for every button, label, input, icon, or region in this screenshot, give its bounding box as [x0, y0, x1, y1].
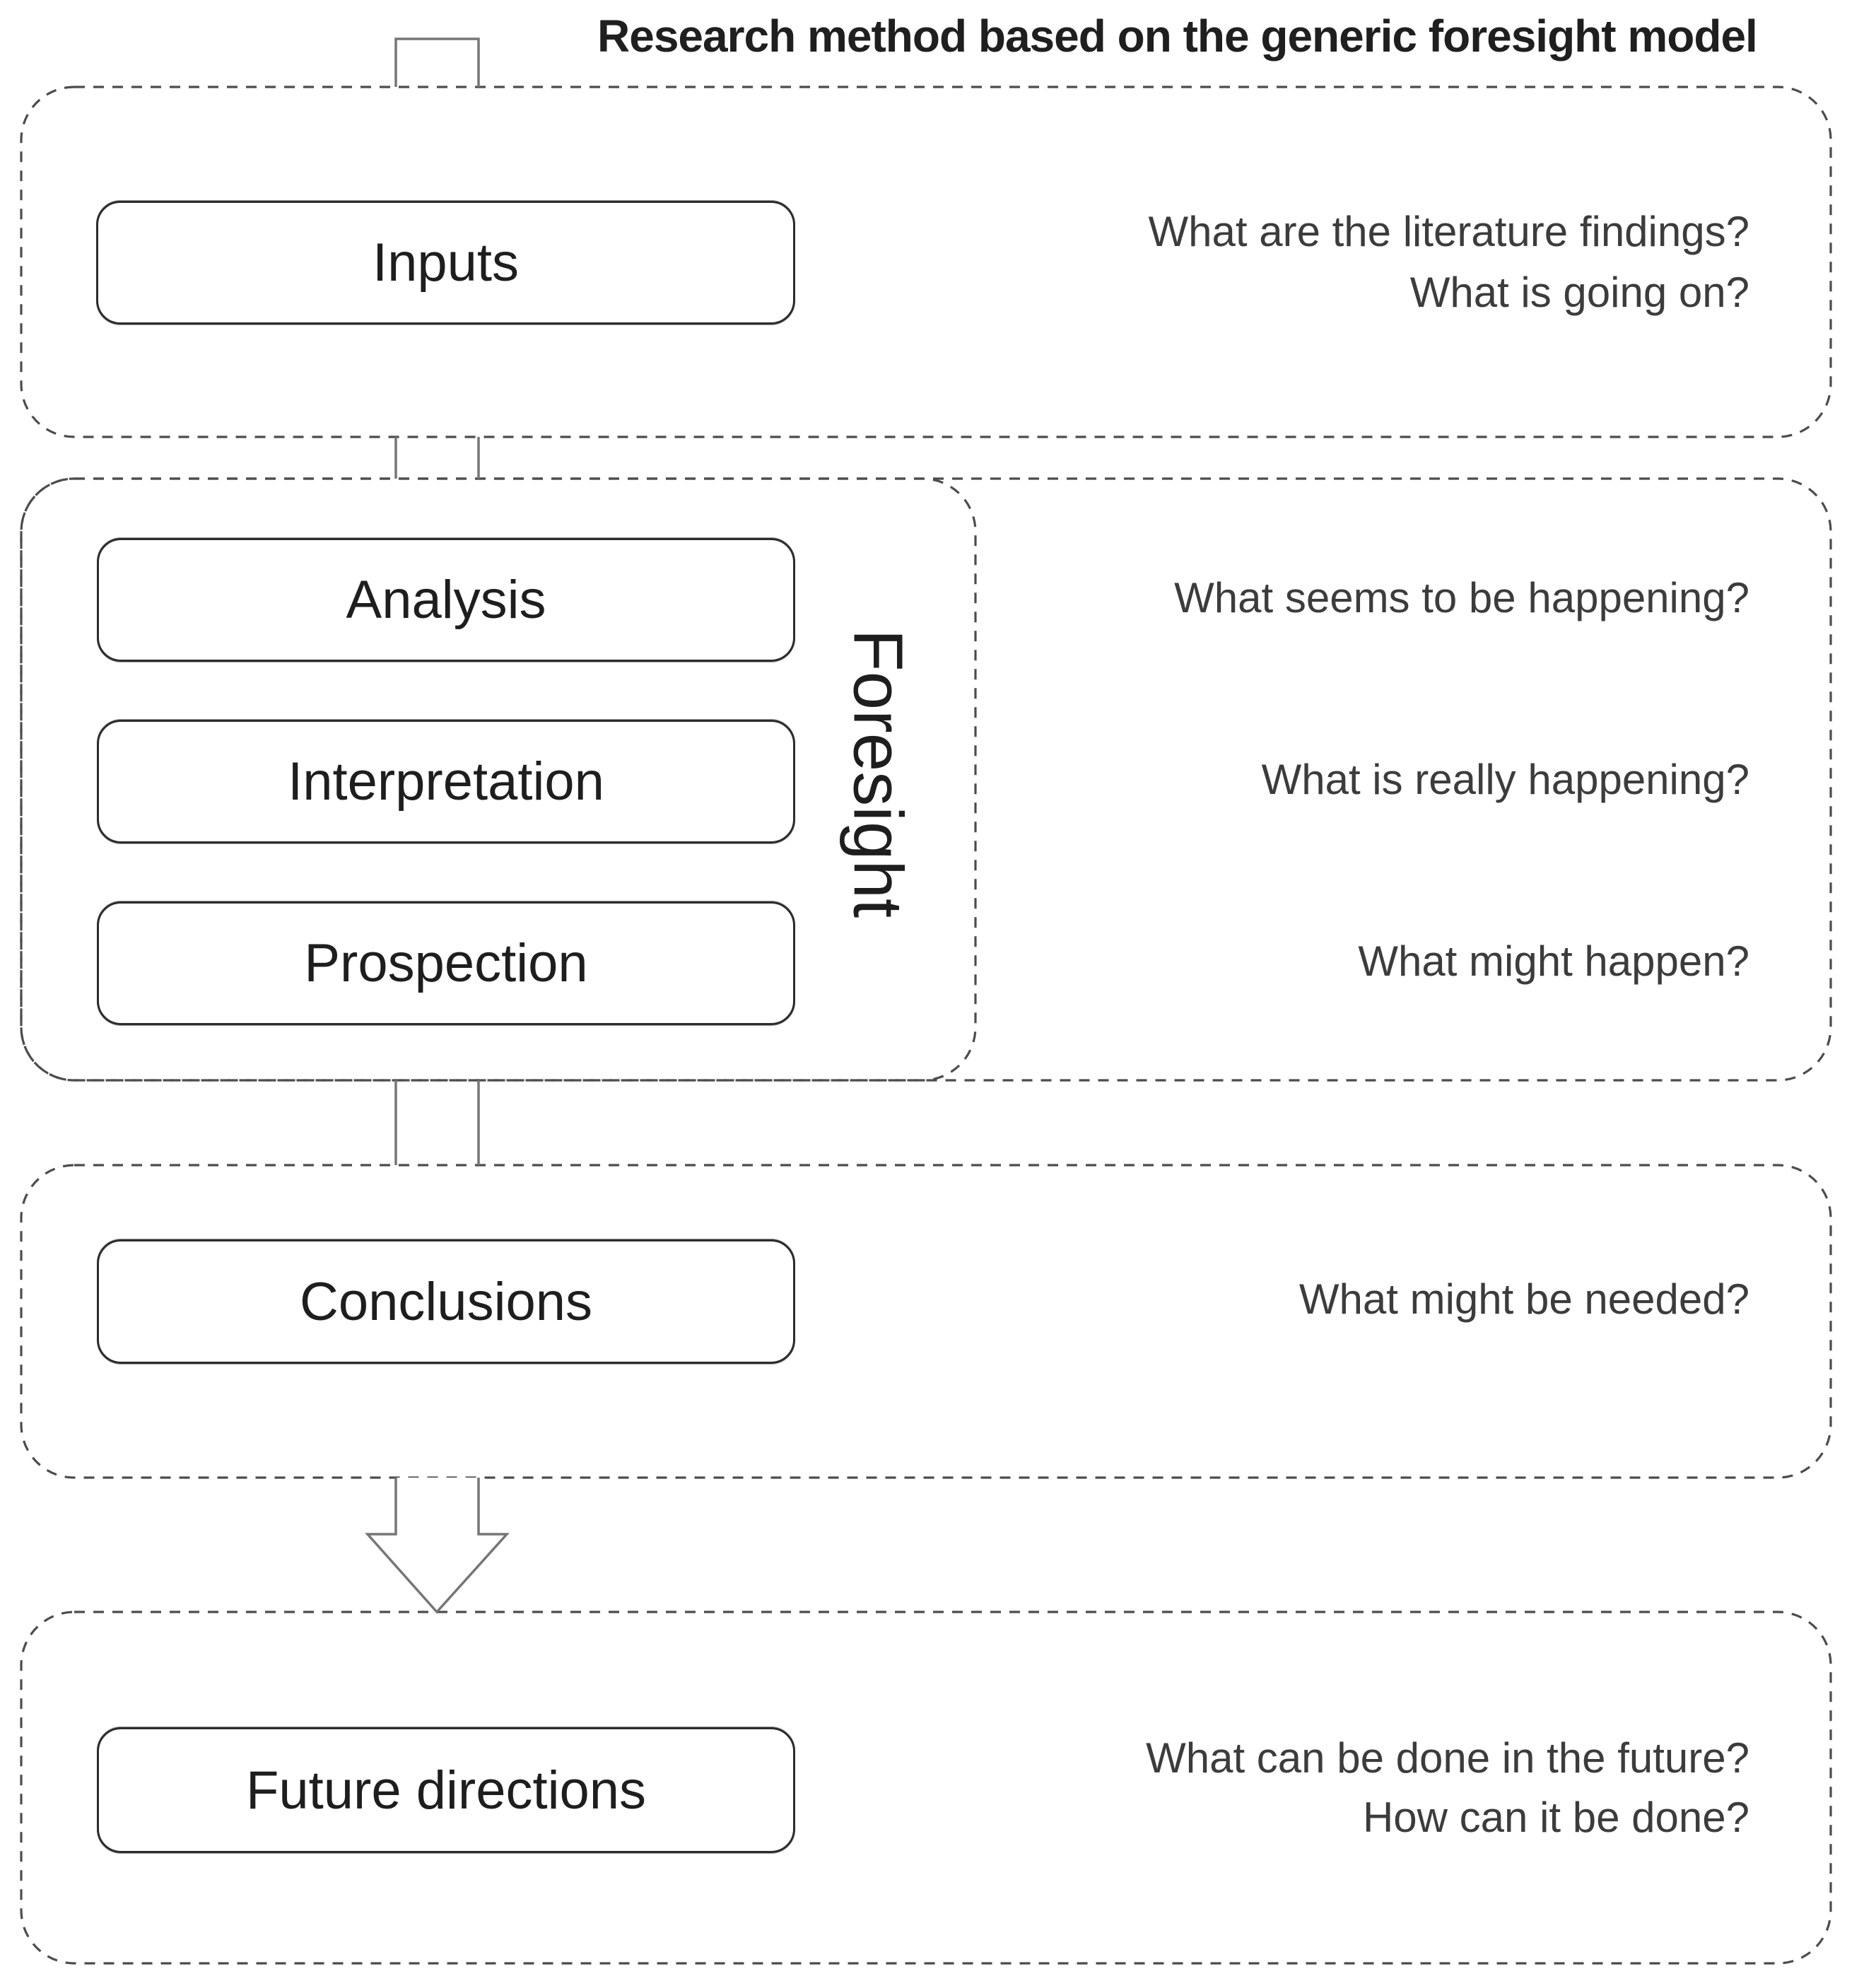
box-conclusions: Conclusions: [97, 1239, 795, 1364]
box-conclusions-label: Conclusions: [300, 1271, 592, 1332]
question-line: What are the literature findings?: [1148, 208, 1749, 255]
foresight-group-outline: [20, 477, 977, 1082]
question-analysis: What seems to be happening?: [1174, 574, 1749, 621]
question-prospection: What might happen?: [1358, 937, 1749, 985]
box-future-directions: Future directions: [97, 1727, 795, 1853]
box-future-directions-label: Future directions: [245, 1760, 647, 1821]
section-inputs-outline: [20, 86, 1832, 438]
box-prospection-label: Prospection: [304, 933, 588, 993]
box-inputs: Inputs: [96, 201, 795, 325]
box-interpretation: Interpretation: [97, 720, 795, 843]
page-title: Research method based on the generic for…: [597, 11, 1758, 62]
question-line: What is going on?: [1409, 269, 1749, 316]
section-conclusions-outline: [20, 1164, 1832, 1479]
question-future-directions: What can be done in the future? How can …: [1146, 1729, 1749, 1847]
section-future-directions-outline: [20, 1611, 1832, 1965]
box-analysis-label: Analysis: [346, 570, 546, 630]
foresight-group-label: Foresight: [839, 629, 918, 918]
question-line: How can it be done?: [1362, 1794, 1749, 1841]
section-foresight-outline: [20, 477, 1832, 1082]
question-inputs: What are the literature findings? What i…: [1149, 201, 1749, 323]
down-arrow-icon: [365, 1478, 510, 1614]
box-prospection: Prospection: [97, 901, 795, 1025]
question-conclusions: What might be needed?: [1298, 1275, 1749, 1323]
connector-inputs-to-foresight: [394, 437, 480, 479]
connector-foresight-to-conclusions: [394, 1080, 480, 1165]
connector-top-bracket: [394, 37, 480, 87]
question-interpretation: What is really happening?: [1261, 756, 1749, 803]
question-line: What can be done in the future?: [1146, 1734, 1749, 1782]
box-analysis: Analysis: [97, 538, 795, 662]
box-interpretation-label: Interpretation: [288, 752, 604, 812]
box-inputs-label: Inputs: [372, 233, 520, 293]
